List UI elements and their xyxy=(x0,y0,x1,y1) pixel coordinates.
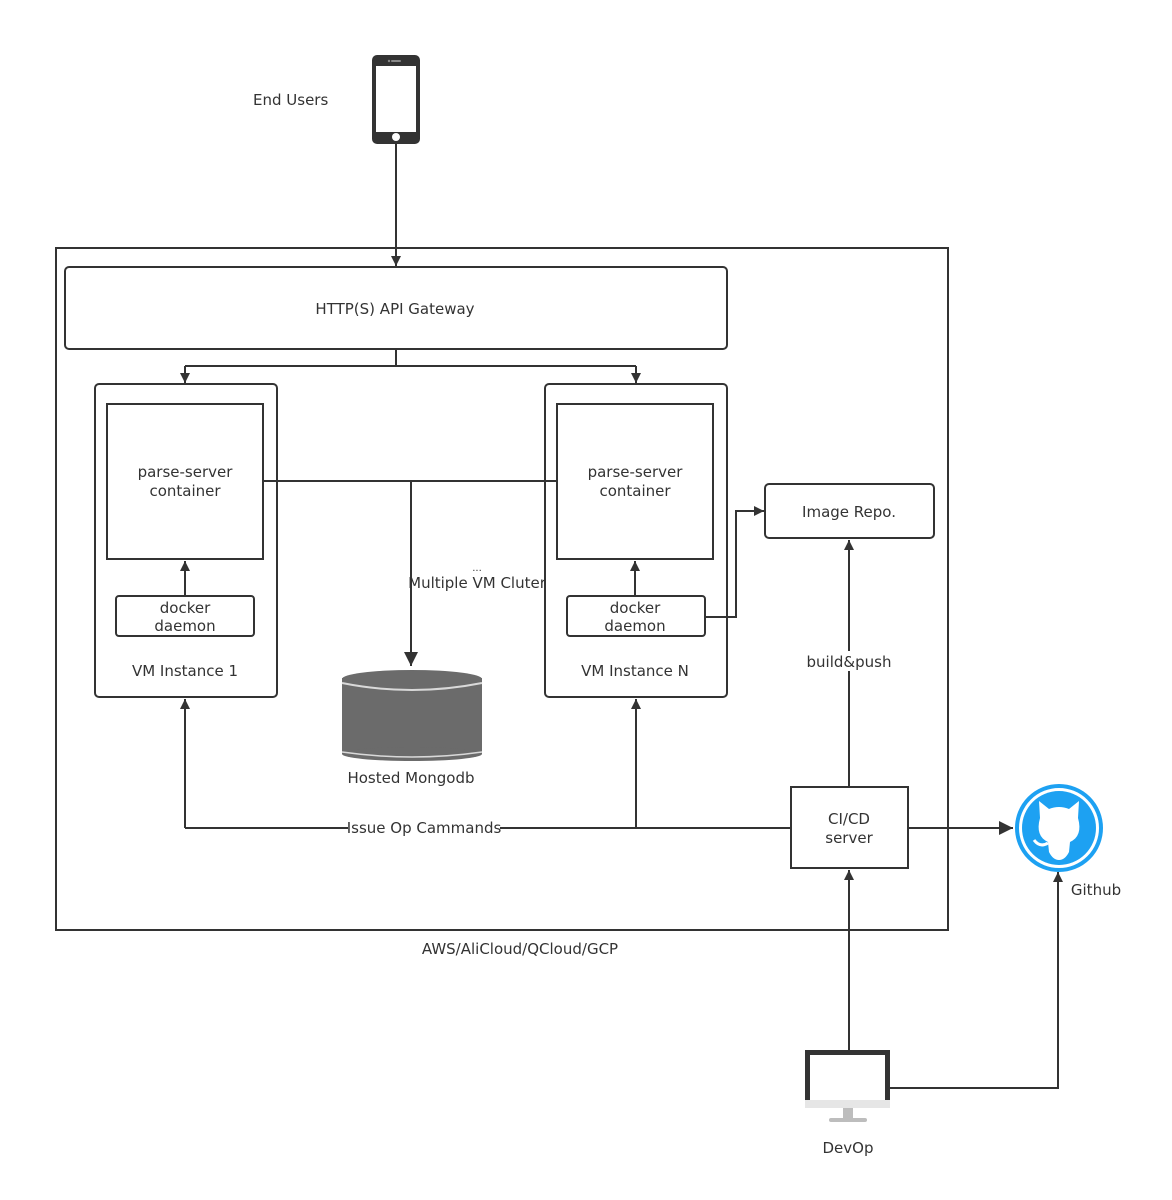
parse-server-n-line2: container xyxy=(599,482,671,500)
cicd-server-line2: server xyxy=(825,829,873,847)
devop-to-github-arrow xyxy=(890,872,1063,1089)
cicd-server-box xyxy=(790,786,909,869)
parse-server-1-line1: parse-server xyxy=(138,463,234,481)
docker-daemon-n-line2: daemon xyxy=(604,617,665,635)
hosted-mongodb-label: Hosted Mongodb xyxy=(347,769,474,787)
docker-daemon-1-box xyxy=(115,595,255,637)
ellipsis-label: ... xyxy=(472,563,482,574)
github-octocat-icon xyxy=(1015,784,1103,872)
end-users-label: End Users xyxy=(253,91,328,109)
docker-daemon-1-line2: daemon xyxy=(154,617,215,635)
docker-daemon-n-line1: docker xyxy=(610,599,661,617)
github-label: Github xyxy=(1071,881,1121,899)
docker-daemon-1-line1: docker xyxy=(160,599,211,617)
desktop-monitor-icon xyxy=(805,1050,890,1122)
parse-server-container-n xyxy=(556,403,714,560)
issue-op-commands-label: Issue Op Cammands xyxy=(347,819,502,837)
image-repo-box xyxy=(764,483,935,539)
api-gateway-label: HTTP(S) API Gateway xyxy=(315,300,474,318)
multiple-vm-cluster-label: Multiple VM Cluter xyxy=(408,574,547,592)
issue-op-commands-connector xyxy=(180,699,791,829)
gateway-to-vm-connectors xyxy=(180,349,641,383)
cicd-server-line1: CI/CD xyxy=(828,810,870,828)
parse-server-n-line1: parse-server xyxy=(588,463,684,481)
vm-instance-1-label: VM Instance 1 xyxy=(132,662,238,680)
build-push-label-bg xyxy=(805,651,893,671)
image-repo-label: Image Repo. xyxy=(802,503,896,521)
smartphone-icon xyxy=(372,55,420,144)
build-push-label: build&push xyxy=(807,653,892,671)
vm-instance-n-label: VM Instance N xyxy=(581,662,689,680)
docker-n-to-image-repo-arrow xyxy=(705,506,764,618)
database-cylinder-icon xyxy=(341,670,483,761)
parse-server-1-line2: container xyxy=(149,482,221,500)
issue-op-label-bg xyxy=(348,818,500,838)
cloud-boundary xyxy=(55,247,949,931)
containers-to-db-connector xyxy=(263,480,557,666)
cloud-label: AWS/AliCloud/QCloud/GCP xyxy=(422,940,618,958)
devop-label: DevOp xyxy=(823,1139,874,1157)
